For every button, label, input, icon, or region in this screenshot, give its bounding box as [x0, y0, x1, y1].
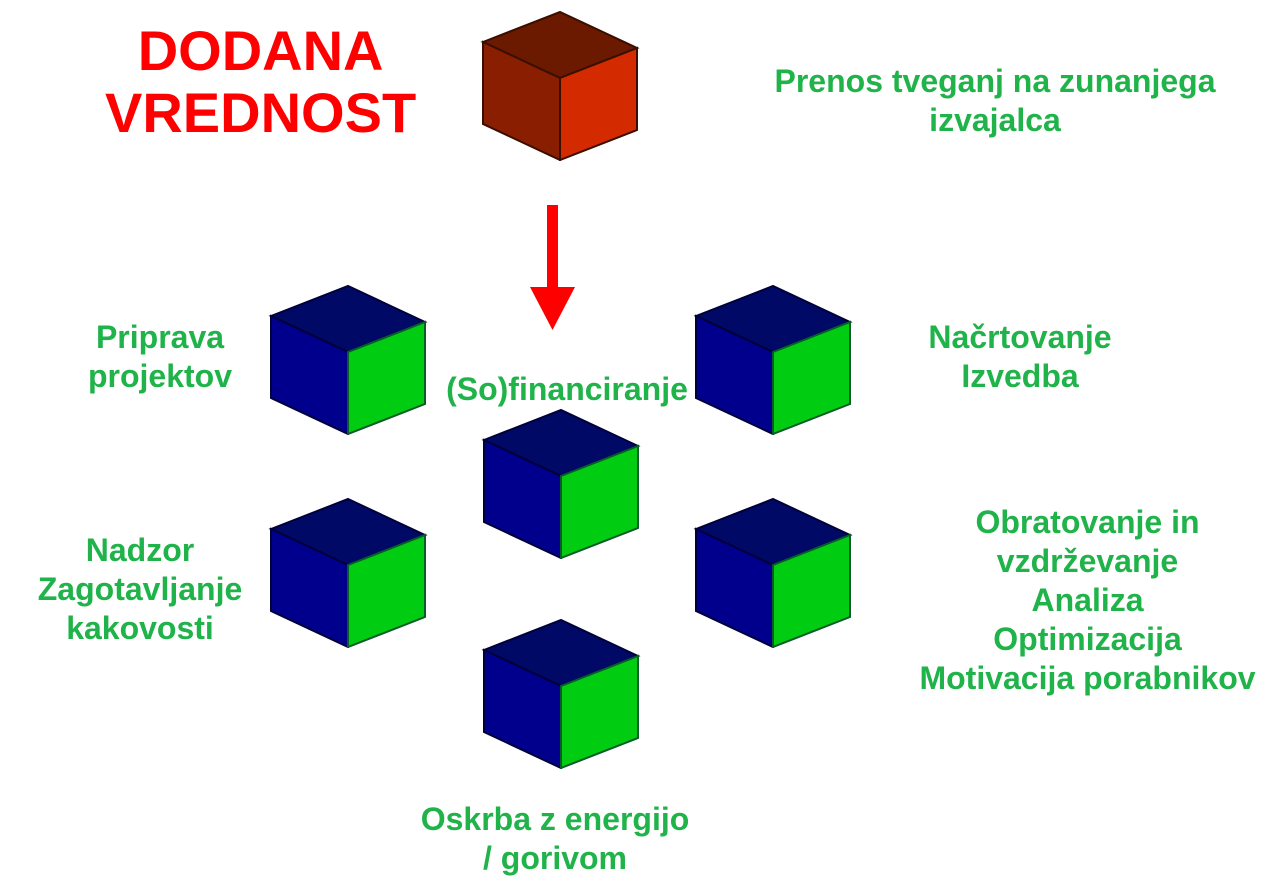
cube-oskrba	[481, 614, 641, 769]
label-financiranje: (So)financiranje	[422, 370, 712, 409]
label-obratovanje-line-2: vzdrževanje	[996, 543, 1179, 580]
label-nadzor-line-3: kakovosti	[66, 610, 214, 647]
label-priprava-line-1: Priprava	[95, 319, 225, 355]
cube-financiranje	[481, 404, 641, 559]
cube-obratovanje-right-face	[772, 533, 851, 648]
label-nacrtovanje: Načrtovanje Izvedba	[900, 318, 1140, 396]
cube-nadzor	[268, 493, 428, 648]
label-obratovanje-line-1: Obratovanje in	[975, 504, 1200, 540]
label-obratovanje-line-4: Optimizacija	[993, 621, 1182, 658]
top-value-cube-right-face	[559, 46, 638, 161]
label-risk-transfer: Prenos tveganj na zunanjega izvajalca	[745, 62, 1245, 140]
label-risk-transfer-line-1: Prenos tveganj na zunanjega	[774, 63, 1216, 99]
label-oskrba-line-2: / gorivom	[482, 840, 627, 877]
label-priprava: Priprava projektov	[60, 318, 260, 396]
label-nadzor: Nadzor Zagotavljanje kakovosti	[25, 531, 255, 648]
label-nacrtovanje-line-2: Izvedba	[961, 358, 1079, 395]
cube-nadzor-right-face	[347, 533, 426, 648]
label-obratovanje: Obratovanje in vzdrževanje Analiza Optim…	[895, 503, 1280, 698]
cube-priprava-right-face	[347, 320, 426, 435]
cube-oskrba-right-face	[560, 654, 639, 769]
label-nadzor-line-2: Zagotavljanje	[37, 571, 243, 608]
label-oskrba-line-1: Oskrba z energijo	[420, 801, 690, 837]
cube-financiranje-right-face	[560, 444, 639, 559]
label-nadzor-line-1: Nadzor	[85, 532, 195, 568]
top-value-cube	[480, 6, 640, 161]
label-obratovanje-line-3: Analiza	[1031, 582, 1144, 619]
cube-obratovanje	[693, 493, 853, 648]
title-line-1: DODANA	[137, 19, 384, 82]
label-financiranje-line-1: (So)financiranje	[446, 371, 688, 407]
cube-priprava	[268, 280, 428, 435]
label-priprava-line-2: projektov	[87, 358, 233, 395]
cube-nacrtovanje-right-face	[772, 320, 851, 435]
cube-nacrtovanje	[693, 280, 853, 435]
diagram-title: DODANA VREDNOST	[105, 20, 416, 143]
label-nacrtovanje-line-1: Načrtovanje	[928, 319, 1112, 355]
label-risk-transfer-line-2: izvajalca	[929, 102, 1061, 139]
title-line-2: VREDNOST	[105, 80, 417, 144]
label-oskrba: Oskrba z energijo / gorivom	[390, 800, 720, 878]
label-obratovanje-line-5: Motivacija porabnikov	[919, 660, 1256, 697]
down-arrow-icon	[530, 205, 575, 330]
